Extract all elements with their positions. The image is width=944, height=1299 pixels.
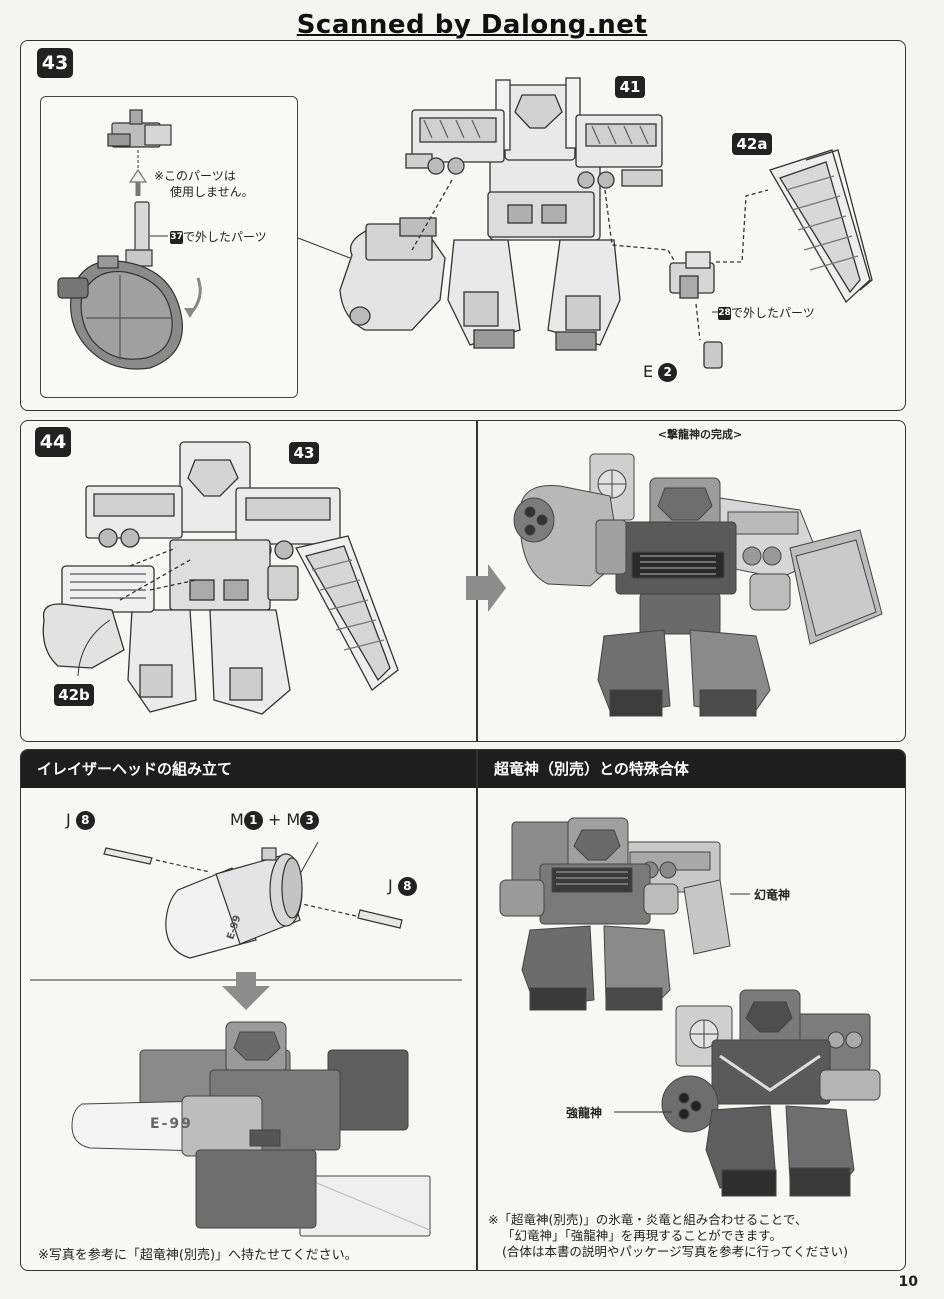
page-number: 10 <box>898 1274 918 1290</box>
part-e2-label: E 2 <box>643 362 678 382</box>
unused-note-line1: ※このパーツは <box>154 169 236 183</box>
ref-28-badge: 28 <box>718 307 731 320</box>
ref-42a-badge: 42a <box>732 133 772 155</box>
unused-note-line2: 使用しません。 <box>170 185 254 199</box>
part-m1-number: 1 <box>243 811 263 830</box>
removed-37-text: で外したパーツ <box>183 230 267 244</box>
eraser-head-footnote: ※写真を参考に「超竜神(別売)」へ持たせてください。 <box>38 1248 358 1263</box>
label-kyoryujin: 強龍神 <box>566 1106 603 1120</box>
part-m3-number: 3 <box>300 811 320 830</box>
complete-caption: <撃龍神の完成> <box>657 428 743 441</box>
ref-37-badge: 37 <box>170 231 183 244</box>
step43-inset-drawing <box>57 77 873 370</box>
removed-part-37-label: 37で外したパーツ <box>170 229 267 245</box>
combine-note-line3: (合体は本書の説明やパッケージ写真を参考に行ってください) <box>502 1244 849 1259</box>
part-j8-right-label: J 8 <box>388 876 417 896</box>
label-genryujin: 幻竜神 <box>754 888 791 902</box>
part-e-number: 2 <box>658 363 678 382</box>
eraser-head-title: イレイザーヘッドの組み立て <box>21 750 476 788</box>
part-j8-left-label: J 8 <box>66 810 95 830</box>
lower-divider <box>476 749 478 1271</box>
step44-assembly-drawing <box>42 441 883 717</box>
combine-note-line2: 「幻竜神」「強龍神」を再現することができます。 <box>502 1228 783 1243</box>
ref-41-badge: 41 <box>615 76 645 98</box>
removed-part-28-label: 28で外したパーツ <box>718 305 815 321</box>
plus-sign: + <box>267 810 282 829</box>
ref-43-badge: 43 <box>289 442 319 464</box>
photo-barrel-marking: E-99 <box>150 1116 193 1132</box>
part-j-left-letter: J <box>66 810 71 829</box>
watermark-title: Scanned by Dalong.net <box>296 10 648 40</box>
part-m3-letter: M <box>286 810 301 829</box>
special-combine-note: ※「超竜神(別売)」の氷竜・炎竜と組み合わせることで、 「幻竜神」「強龍神」を再… <box>488 1212 898 1260</box>
step43-number: 43 <box>37 48 73 78</box>
removed-28-text: で外したパーツ <box>731 306 815 320</box>
step44-number: 44 <box>35 427 71 457</box>
part-j-right-letter: J <box>388 876 393 895</box>
unused-parts-note: ※このパーツは 使用しません。 <box>154 168 294 200</box>
combine-note-line1: ※「超竜神(別売)」の氷竜・炎竜と組み合わせることで、 <box>488 1212 808 1227</box>
part-j-left-number: 8 <box>75 811 95 830</box>
part-j-right-number: 8 <box>397 877 417 896</box>
special-combine-title: 超竜神（別売）との特殊合体 <box>478 750 905 788</box>
part-e-letter: E <box>643 362 654 381</box>
part-m1-letter: M <box>230 810 244 829</box>
ref-42b-badge: 42b <box>54 684 94 706</box>
